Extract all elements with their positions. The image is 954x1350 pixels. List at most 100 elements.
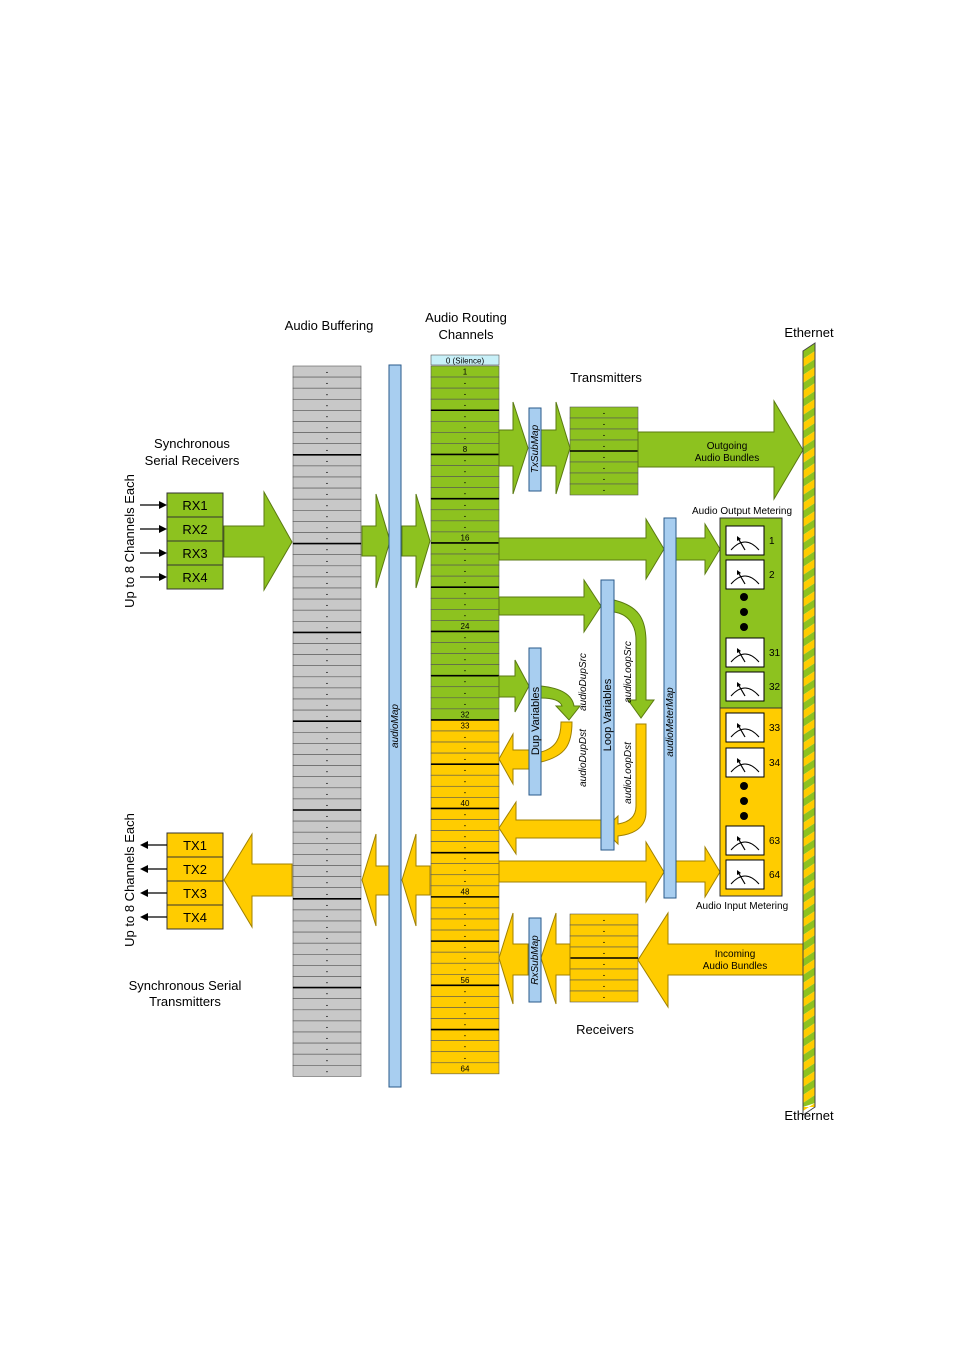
routing-cell-label: - [464,943,467,952]
tx-output-arrow-2 [140,865,167,873]
ethernet-stripe [803,767,815,783]
dup-src-arrow [540,685,582,721]
routing-cell-label: - [464,401,467,410]
receivers-label: Receivers [576,1022,634,1037]
routing-cell-label: - [464,865,467,874]
tx-table-cell-label: - [603,464,606,473]
buffer-cell-label: - [326,456,329,465]
rx-table-cell-label: - [603,971,606,980]
routing-cell-label: - [464,600,467,609]
variable-labels: audioDupSrc audioDupDst audioLoopSrc aud… [578,641,634,804]
routing-cell-label: - [464,910,467,919]
ethernet-outline [802,342,816,1116]
buffer-cell-label: - [326,756,329,765]
ethernet-stripe [803,527,815,543]
buffer-cell-label: - [326,545,329,554]
ethernet-stripe [803,655,815,671]
buffer-cell-label: - [326,789,329,798]
tx-output-arrow-3 [140,889,167,897]
meter-needle [737,683,746,697]
meter-number: 2 [769,570,775,581]
routing-cell-label: 16 [461,533,470,542]
ethernet-stripe [803,911,815,927]
routing-cell-label: - [464,932,467,941]
meter-number: 34 [769,758,781,769]
buffer-cell-label: - [326,667,329,676]
ethernet-stripe [803,839,815,855]
audiomap-bar [388,364,402,1088]
buffer-cell-label: - [326,534,329,543]
routing-cell-label: - [464,810,467,819]
buffer-cell-label: - [326,856,329,865]
buffer-cell-label: - [326,512,329,521]
routing-cell-label: 33 [461,721,470,730]
buffer-cell-label: - [326,656,329,665]
buffer-cell-label: - [326,1045,329,1054]
rx-to-buffer-arrow [223,490,293,592]
map-to-routing-arrow [401,493,431,589]
ethernet-stripe [803,543,815,559]
ethernet-stripe [803,351,815,367]
routing-cell-label: 64 [461,1064,470,1073]
metermap-to-input-arrow [675,845,721,899]
buffer-cell-label: - [326,690,329,699]
ethernet-stripe [803,743,815,759]
buffer-cell-label: - [326,823,329,832]
ethernet-stripe [803,895,815,911]
meter-scale [730,575,760,585]
ethernet-bottom-label: Ethernet [784,1108,834,1123]
audiomap-label: audioMap [390,704,401,748]
buffer-cell-label: - [326,967,329,976]
ethernet-stripe [803,615,815,631]
buffer-cell-label: - [326,956,329,965]
meter-34: 34 [725,747,781,778]
ethernet-stripe [803,495,815,511]
meter-face [725,671,765,702]
ethernet-stripe [803,479,815,495]
rx-box [166,564,224,590]
meter-needle-tip [737,648,741,653]
routing-cell-label: - [464,578,467,587]
buffer-to-map-arrow [361,493,391,589]
buffer-cell-label: - [326,745,329,754]
ethernet-stripe [803,855,815,871]
routing-cell-label: - [464,478,467,487]
silence-cell [430,354,500,366]
ethernet-stripe [803,423,815,439]
meter-number: 63 [769,836,781,847]
routing-cell-label: - [464,556,467,565]
routing-cell-label: - [464,788,467,797]
dup-to-routing-arrow [498,732,530,786]
rx-table-cell [569,990,639,1003]
ethernet-stripe [803,591,815,607]
loop-dst-label: audioLoopDst [623,741,634,804]
ethernet-stripe [803,1079,815,1095]
tx-table-cell-label: - [603,453,606,462]
tx-table-cell-label: - [603,409,606,418]
meter-face [725,825,765,856]
buffer-cell-label: - [326,1023,329,1032]
ethernet-stripe [803,463,815,479]
buffer-cell-label: - [326,801,329,810]
meter-needle-tip [737,836,741,841]
buffer-cell-label: - [326,867,329,876]
ethernet-stripe [803,983,815,999]
routing-cell-label: - [464,589,467,598]
buffer-cell-label: - [326,1011,329,1020]
routing-cell-label: - [464,511,467,520]
meter-needle [737,837,746,851]
ethernet-stripe [803,471,815,487]
ethernet-stripe [803,559,815,575]
ethernet-stripe [803,567,815,583]
buffer-cell-label: - [326,1000,329,1009]
up-to-tx-label: Up to 8 Channels Each [122,813,137,947]
routing-cell-label: - [464,699,467,708]
buffer-cell-label: - [326,623,329,632]
ethernet-stripe [803,863,815,879]
meter-needle-tip [737,536,741,541]
buffer-cell-label: - [326,723,329,732]
rx-table-cell-label: - [603,993,606,1002]
meter-face [725,859,765,890]
tx-table-cell-label: - [603,420,606,429]
